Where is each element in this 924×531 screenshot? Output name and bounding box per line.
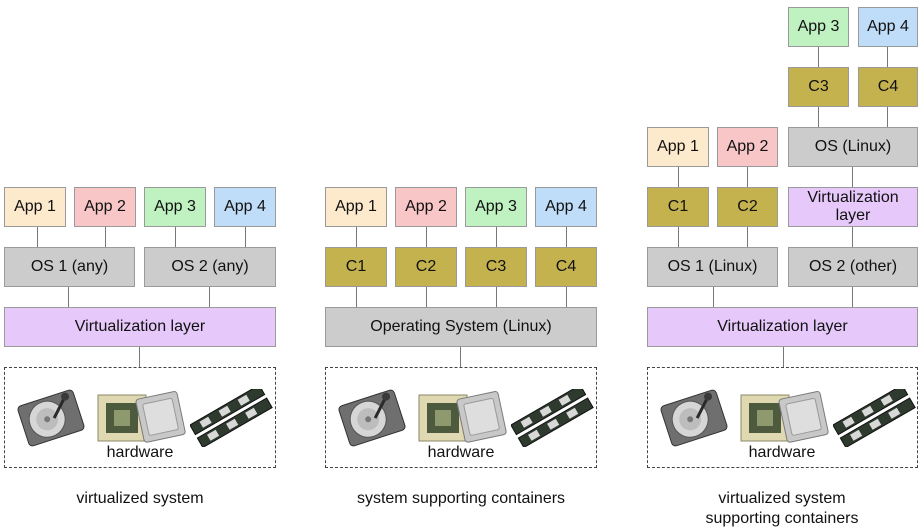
os-linux-box: OS (Linux) bbox=[788, 127, 918, 167]
container-c4-box: C4 bbox=[858, 67, 918, 107]
container-c3-box: C3 bbox=[465, 247, 527, 287]
connector bbox=[460, 347, 461, 367]
connector bbox=[852, 167, 853, 187]
cpu-chip-icon bbox=[740, 391, 829, 443]
virtualization-layer-box: Virtualization layer bbox=[4, 307, 276, 347]
connector bbox=[887, 47, 888, 67]
virtualization-layer-line2: layer bbox=[835, 207, 871, 224]
connector bbox=[818, 107, 819, 127]
app3-box: App 3 bbox=[465, 187, 527, 227]
app1-box: App 1 bbox=[4, 187, 66, 227]
virtualization-layer-box: Virtualization layer bbox=[647, 307, 918, 347]
caption-virtualized-system-supporting-containers: virtualized system supporting containers bbox=[640, 489, 924, 529]
hardware-label: hardware bbox=[427, 444, 495, 461]
app1-box: App 1 bbox=[647, 127, 709, 167]
container-c4-box: C4 bbox=[535, 247, 597, 287]
app4-box: App 4 bbox=[214, 187, 276, 227]
memory-module-icon bbox=[190, 389, 273, 447]
app4-box: App 4 bbox=[858, 7, 918, 47]
container-c2-box: C2 bbox=[395, 247, 457, 287]
hardware-box bbox=[647, 367, 918, 468]
connector bbox=[852, 227, 853, 247]
os2-box: OS 2 (any) bbox=[144, 247, 276, 287]
caption-line2: supporting containers bbox=[705, 510, 859, 527]
os2-other-box: OS 2 (other) bbox=[788, 247, 918, 287]
cpu-chip-icon bbox=[418, 391, 507, 443]
operating-system-box: Operating System (Linux) bbox=[325, 307, 597, 347]
connector bbox=[209, 287, 210, 307]
connector bbox=[852, 287, 853, 307]
hard-disk-icon bbox=[17, 389, 85, 447]
hard-disk-icon bbox=[660, 389, 728, 447]
container-c3-box: C3 bbox=[788, 67, 849, 107]
memory-module-icon bbox=[833, 389, 916, 447]
connector bbox=[68, 287, 69, 307]
container-c1-box: C1 bbox=[647, 187, 709, 227]
app4-box: App 4 bbox=[535, 187, 597, 227]
virtualization-layer-line1: Virtualization bbox=[807, 189, 899, 206]
caption-line1: virtualized system bbox=[718, 490, 846, 507]
connector bbox=[747, 167, 748, 187]
container-c2-box: C2 bbox=[717, 187, 778, 227]
os1-box: OS 1 (any) bbox=[4, 247, 135, 287]
container-c1-box: C1 bbox=[325, 247, 387, 287]
hardware-box bbox=[325, 367, 597, 468]
connector bbox=[245, 227, 246, 247]
connector bbox=[105, 227, 106, 247]
connector bbox=[713, 287, 714, 307]
cpu-chip-icon bbox=[97, 391, 186, 443]
app2-box: App 2 bbox=[395, 187, 457, 227]
connector bbox=[37, 227, 38, 247]
caption-system-supporting-containers: system supporting containers bbox=[356, 490, 566, 507]
app3-box: App 3 bbox=[788, 7, 849, 47]
connector bbox=[678, 227, 679, 247]
caption-virtualized-system: virtualized system bbox=[76, 490, 204, 507]
app2-box: App 2 bbox=[717, 127, 778, 167]
connector bbox=[747, 227, 748, 247]
hardware-label: hardware bbox=[106, 444, 174, 461]
hardware-box bbox=[4, 367, 276, 468]
connector bbox=[818, 47, 819, 67]
connector bbox=[887, 107, 888, 127]
connector bbox=[139, 347, 140, 367]
hardware-label: hardware bbox=[748, 444, 816, 461]
connector bbox=[783, 347, 784, 367]
os1-linux-box: OS 1 (Linux) bbox=[647, 247, 778, 287]
connector bbox=[678, 167, 679, 187]
memory-module-icon bbox=[511, 389, 594, 447]
app1-box: App 1 bbox=[325, 187, 387, 227]
app2-box: App 2 bbox=[74, 187, 136, 227]
app3-box: App 3 bbox=[144, 187, 206, 227]
hard-disk-icon bbox=[338, 389, 406, 447]
connector bbox=[175, 227, 176, 247]
virtualization-layer-nested-box: Virtualization layer bbox=[788, 187, 918, 227]
